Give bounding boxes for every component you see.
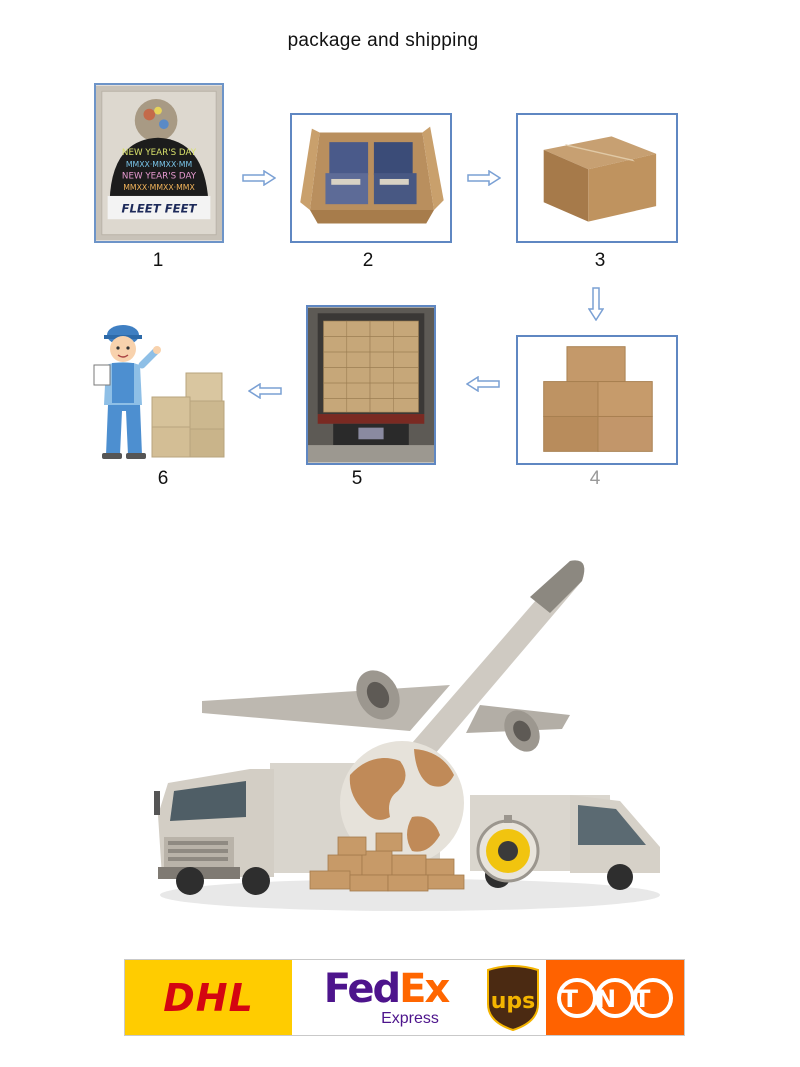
fedex-fed-text: Fed — [323, 965, 401, 1012]
step-6-number: 6 — [157, 468, 169, 489]
tnt-logo: TNT — [546, 960, 684, 1035]
parcels-icon — [309, 832, 465, 892]
tnt-mark-icon: TNT — [557, 977, 673, 1018]
step-5-number: 5 — [351, 468, 363, 489]
sealed-carton-illustration — [518, 115, 676, 241]
globe-icon — [340, 741, 464, 865]
delivery-worker-illustration — [93, 325, 225, 459]
step-5-image — [306, 305, 436, 465]
beanie-package-illustration: NEW YEAR'S DAY MMXX·MMXX·MM NEW YEAR'S D… — [96, 85, 222, 241]
arrow-left-icon — [248, 383, 282, 399]
hat-brand: FLEET FEET — [122, 201, 198, 215]
arrow-right-icon — [242, 170, 276, 186]
loaded-truck-illustration — [308, 307, 434, 463]
step-1-image: NEW YEAR'S DAY MMXX·MMXX·MM NEW YEAR'S D… — [94, 83, 224, 243]
boxes-icon — [151, 372, 225, 458]
step-2-image — [290, 113, 452, 243]
tnt-logo-text: TNT — [562, 985, 669, 1013]
stopwatch-icon — [476, 815, 540, 883]
hat-line-4: MMXX·MMXX·MMX — [123, 183, 195, 192]
ups-logo: ups — [480, 960, 546, 1035]
open-carton-illustration — [292, 115, 450, 241]
hat-line-3: NEW YEAR'S DAY — [122, 172, 197, 182]
step-2-number: 2 — [362, 250, 374, 271]
stacked-cartons-illustration — [518, 337, 676, 463]
fedex-logo: FedEx Express — [292, 960, 480, 1035]
ups-logo-text: ups — [491, 989, 536, 1014]
ups-shield-icon: ups — [487, 964, 539, 1031]
page-title: package and shipping — [287, 30, 479, 51]
van-icon — [470, 795, 660, 890]
step-4-image — [516, 335, 678, 465]
fedex-ex-text: Ex — [399, 965, 450, 1012]
dhl-logo: DHL — [125, 960, 292, 1035]
dhl-logo-text: DHL — [163, 975, 254, 1020]
arrow-down-icon — [588, 287, 604, 321]
transport-scene-illustration — [154, 560, 660, 911]
step-3-number: 3 — [594, 250, 606, 271]
step-3-image — [516, 113, 678, 243]
step-1-number: 1 — [152, 250, 164, 271]
carrier-logos: DHL FedEx Express ups TNT — [124, 959, 685, 1036]
hat-line-2: MMXX·MMXX·MM — [126, 160, 192, 169]
arrow-right-icon — [467, 170, 501, 186]
hat-line-1: NEW YEAR'S DAY — [122, 148, 197, 158]
fedex-express-text: Express — [381, 1009, 439, 1027]
step-4-number: 4 — [589, 468, 601, 489]
arrow-left-icon — [466, 376, 500, 392]
